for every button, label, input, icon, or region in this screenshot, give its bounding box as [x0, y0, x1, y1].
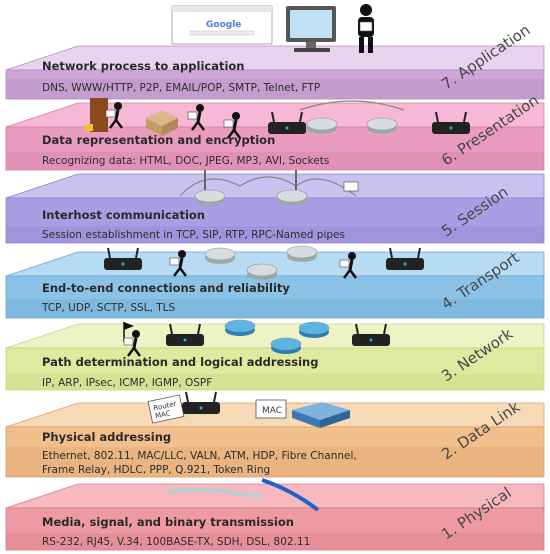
router-mac-tag: RouterMAC — [147, 394, 185, 424]
layer-6: Data representation and encryptionRecogn… — [5, 91, 545, 171]
router-icon — [386, 247, 424, 270]
person-with-letter-icon — [358, 4, 374, 53]
layer-protocols: IP, ARP, IPsec, ICMP, IGMP, OSPF — [42, 377, 212, 389]
layer-front-face — [5, 426, 545, 478]
monitor-icon — [286, 6, 336, 52]
layer-title: End-to-end connections and reliability — [42, 281, 290, 295]
protocol-band — [6, 226, 544, 243]
layer-title: Interhost communication — [42, 208, 205, 222]
courier-icon — [187, 104, 205, 131]
courier-icon — [339, 252, 357, 279]
package-icon — [146, 110, 178, 136]
network-node-icon — [366, 117, 398, 134]
router-icon — [352, 323, 390, 346]
layer-front-face — [5, 126, 545, 171]
router-icon — [104, 247, 142, 270]
courier-icon — [223, 112, 241, 139]
layer-protocols: Recognizing data: HTML, DOC, JPEG, MP3, … — [42, 155, 329, 167]
network-node-icon — [276, 189, 308, 206]
network-node-icon — [246, 263, 278, 280]
courier-icon — [169, 250, 187, 277]
layer-protocols: RS-232, RJ45, V.34, 100BASE-TX, SDH, DSL… — [42, 536, 310, 548]
courier-icon — [105, 102, 123, 129]
ethernet-cable-icon — [261, 478, 320, 512]
network-node-icon — [270, 337, 302, 354]
network-node-icon — [204, 247, 236, 264]
layer-title: Network process to application — [42, 59, 245, 73]
envelope-icon — [343, 181, 359, 192]
layer-front-face — [5, 69, 545, 100]
layer-title: Media, signal, and binary transmission — [42, 515, 294, 529]
router-icon — [432, 111, 470, 134]
layer-front-face — [5, 197, 545, 244]
browser-brand: Google — [206, 20, 241, 30]
layer-title: Data representation and encryption — [42, 133, 275, 147]
mac-tag: MAC — [255, 399, 287, 419]
layer-top-face — [5, 483, 545, 509]
layer-front-face — [5, 507, 545, 551]
router-icon — [268, 111, 306, 134]
fiber-cable-icon — [167, 487, 261, 498]
protocol-band — [6, 79, 544, 99]
layer-protocols: Session establishment in TCP, SIP, RTP, … — [42, 229, 345, 241]
layer-title: Physical addressing — [42, 430, 171, 444]
protocol-band — [6, 374, 544, 390]
protocol-band — [6, 447, 544, 477]
layer-1: Media, signal, and binary transmissionRS… — [5, 483, 545, 551]
network-node-icon — [224, 319, 256, 336]
layer-protocols: TCP, UDP, SCTP, SSL, TLS — [41, 302, 175, 314]
layer-protocols: Ethernet, 802.11, MAC/LLC, VALN, ATM, HD… — [42, 450, 357, 462]
network-node-icon — [298, 321, 330, 338]
protocol-band — [6, 152, 544, 170]
network-node-icon — [194, 189, 226, 206]
protocol-band — [6, 533, 544, 550]
layer-protocols: Frame Relay, HDLC, PPP, Q.921, Token Rin… — [42, 464, 270, 476]
bridge-icon — [299, 100, 405, 111]
network-node-icon — [306, 117, 338, 134]
protocol-band — [6, 299, 544, 318]
network-node-icon — [286, 245, 318, 262]
router-icon — [166, 323, 204, 346]
layer-3: Path determination and logical addressin… — [5, 323, 545, 391]
door-icon — [85, 98, 108, 132]
layer-protocols: DNS, WWW/HTTP, P2P, EMAIL/POP, SMTP, Tel… — [42, 82, 320, 94]
layer-4: End-to-end connections and reliabilityTC… — [5, 248, 545, 319]
router-icon — [182, 391, 220, 414]
svg-text:MAC: MAC — [262, 406, 282, 416]
layer-title: Path determination and logical addressin… — [42, 355, 318, 369]
layer-front-face — [5, 347, 545, 391]
courier-icon — [123, 330, 141, 357]
browser-window-icon: Google — [171, 5, 273, 45]
switch-icon — [292, 402, 350, 428]
